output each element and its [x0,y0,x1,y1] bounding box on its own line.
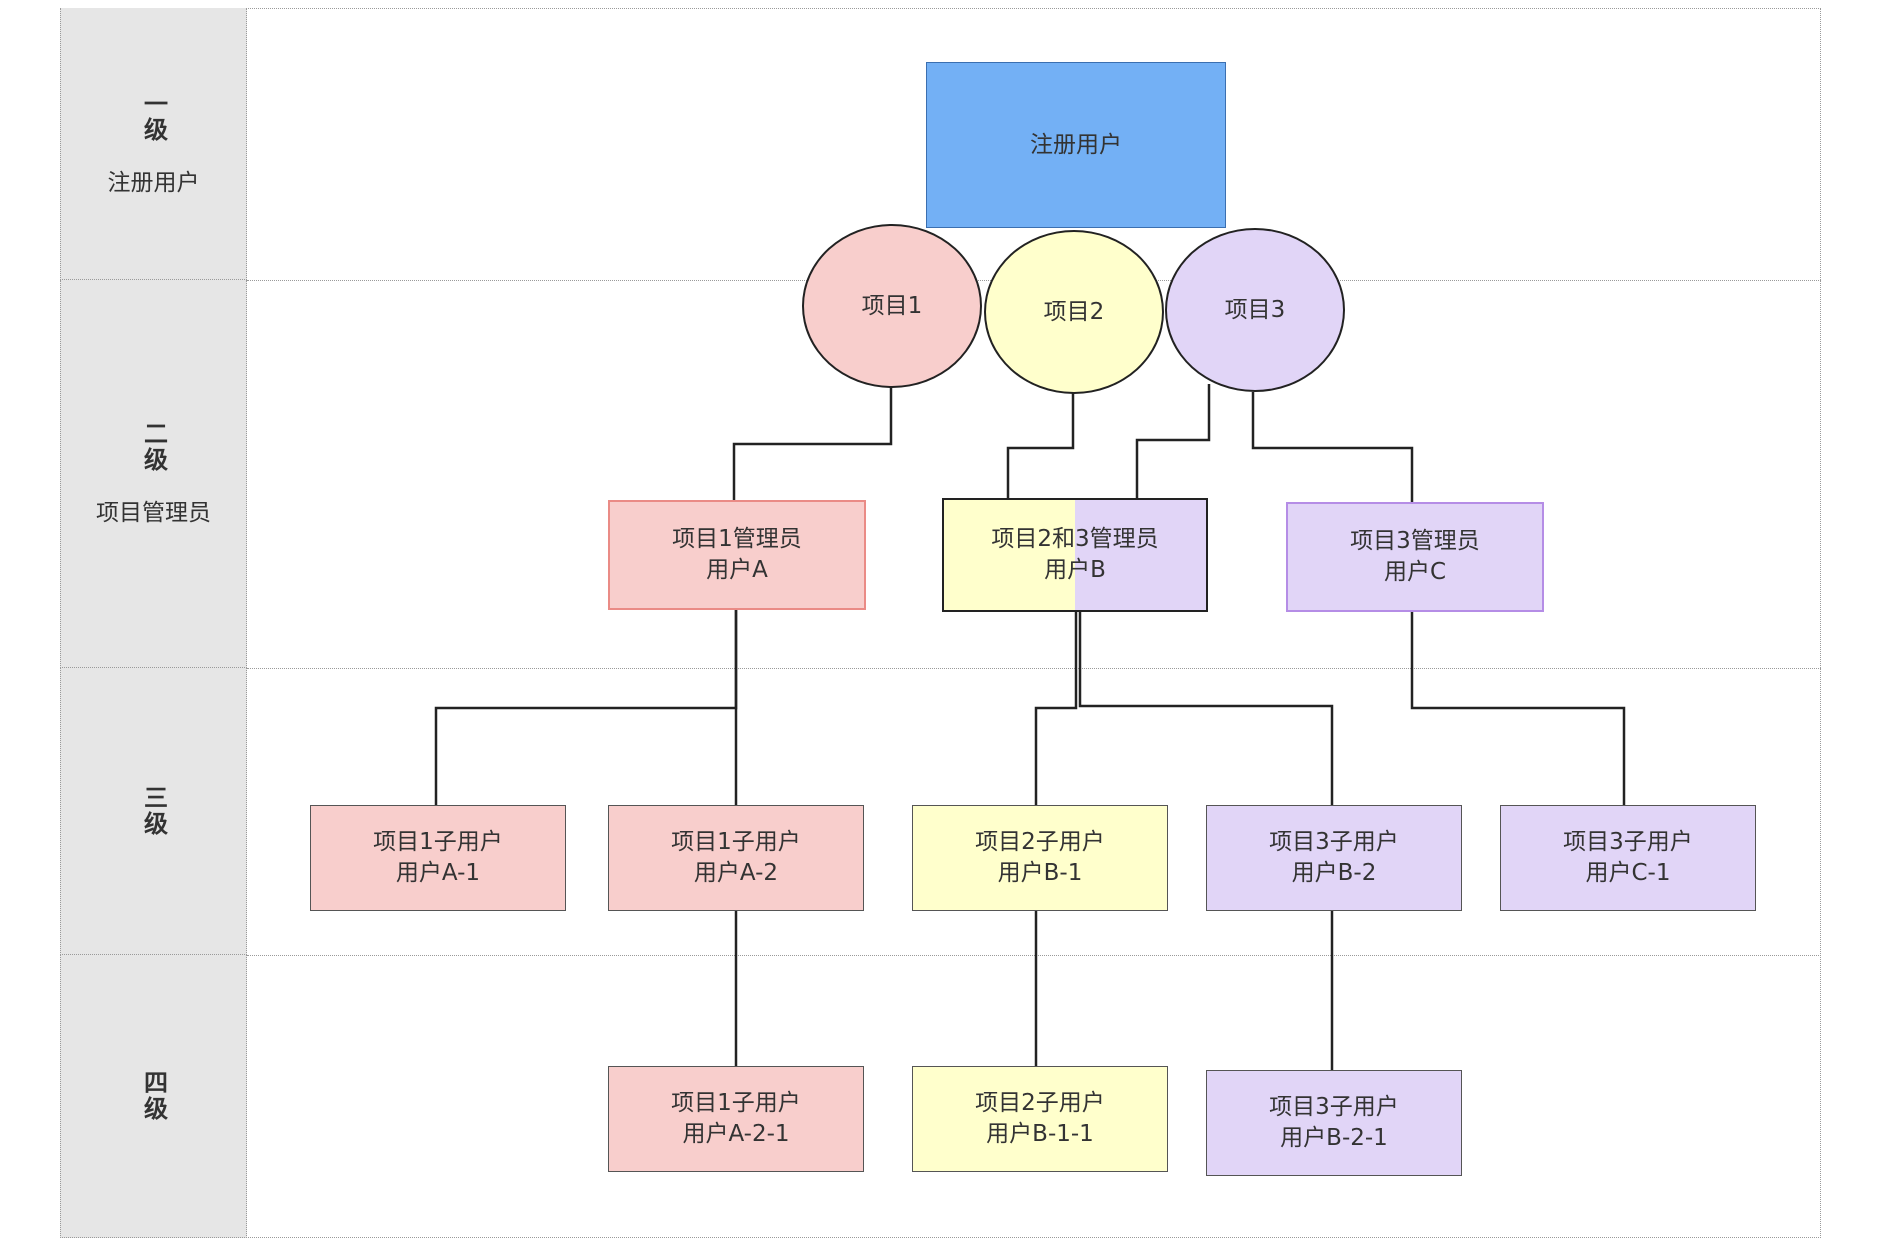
admin-a-node[interactable]: 项目1管理员 用户A [608,500,866,610]
user-c1-line2: 用户C-1 [1585,860,1671,886]
user-b2-line1: 项目3子用户 [1269,829,1399,855]
edge-adminA-a1 [434,610,738,805]
admin-c-node[interactable]: 项目3管理员 用户C [1286,502,1544,612]
user-a21-line1: 项目1子用户 [671,1090,801,1116]
level-2-label: 二级 项目管理员 [60,280,247,668]
user-b11-node[interactable]: 项目2子用户 用户B-1-1 [912,1066,1168,1172]
level-3-title: 三级 [139,785,168,837]
user-a1-line2: 用户A-1 [395,860,481,886]
edge-proj3-adminB [1135,384,1211,500]
user-b2-line2: 用户B-2 [1291,860,1377,886]
level-1-label: 一级 注册用户 [60,8,247,280]
root-node-label: 注册用户 [1030,131,1122,158]
project-3-circle[interactable]: 项目3 [1165,228,1345,392]
level-4-label: 四级 [60,955,247,1238]
edge-proj2-adminB [1006,392,1075,500]
lane-divider-2 [247,668,1821,669]
swimlane-frame: 一级 注册用户 二级 项目管理员 三级 四级 [60,8,1821,1238]
edge-adminB-b2 [1078,610,1334,805]
user-b1-line1: 项目2子用户 [975,829,1105,855]
admin-c-line2: 用户C [1383,559,1447,585]
project-2-label: 项目2 [1043,298,1105,325]
admin-b-node[interactable]: 项目2和3管理员 用户B [942,498,1208,612]
level-1-title: 一级 [139,90,168,143]
admin-a-line1: 项目1管理员 [672,526,802,552]
edge-proj3-adminC [1251,392,1414,502]
user-b1-line2: 用户B-1 [997,860,1083,886]
project-1-label: 项目1 [861,292,923,319]
level-2-title: 二级 [139,420,168,473]
user-a21-node[interactable]: 项目1子用户 用户A-2-1 [608,1066,864,1172]
user-b21-node[interactable]: 项目3子用户 用户B-2-1 [1206,1070,1462,1176]
project-2-circle[interactable]: 项目2 [984,230,1164,394]
admin-c-line1: 项目3管理员 [1350,528,1480,554]
level-1-subtitle: 注册用户 [107,169,200,196]
user-b21-line2: 用户B-2-1 [1280,1125,1388,1151]
admin-a-line2: 用户A [706,557,768,583]
level-4-title: 四级 [139,1070,168,1122]
edge-adminB-b1 [1034,610,1078,805]
user-b21-line1: 项目3子用户 [1269,1094,1399,1120]
project-1-circle[interactable]: 项目1 [802,224,982,388]
root-node[interactable]: 注册用户 [926,62,1226,228]
user-a2-node[interactable]: 项目1子用户 用户A-2 [608,805,864,911]
admin-b-line1: 项目2和3管理员 [991,526,1159,552]
user-a21-line2: 用户A-2-1 [682,1121,790,1147]
user-a1-node[interactable]: 项目1子用户 用户A-1 [310,805,566,911]
user-a2-line2: 用户A-2 [693,860,779,886]
user-b1-node[interactable]: 项目2子用户 用户B-1 [912,805,1168,911]
edge-adminC-c1 [1410,612,1626,805]
user-b11-line1: 项目2子用户 [975,1090,1105,1116]
lane-divider-3 [247,955,1821,956]
user-c1-node[interactable]: 项目3子用户 用户C-1 [1500,805,1756,911]
user-b11-line2: 用户B-1-1 [986,1121,1094,1147]
user-c1-line1: 项目3子用户 [1563,829,1693,855]
user-b2-node[interactable]: 项目3子用户 用户B-2 [1206,805,1462,911]
level-3-label: 三级 [60,668,247,955]
project-3-label: 项目3 [1224,296,1286,323]
level-2-subtitle: 项目管理员 [96,499,211,526]
edge-proj1-adminA [732,386,893,500]
user-a1-line1: 项目1子用户 [373,829,503,855]
user-a2-line1: 项目1子用户 [671,829,801,855]
admin-b-line2: 用户B [1044,557,1106,583]
